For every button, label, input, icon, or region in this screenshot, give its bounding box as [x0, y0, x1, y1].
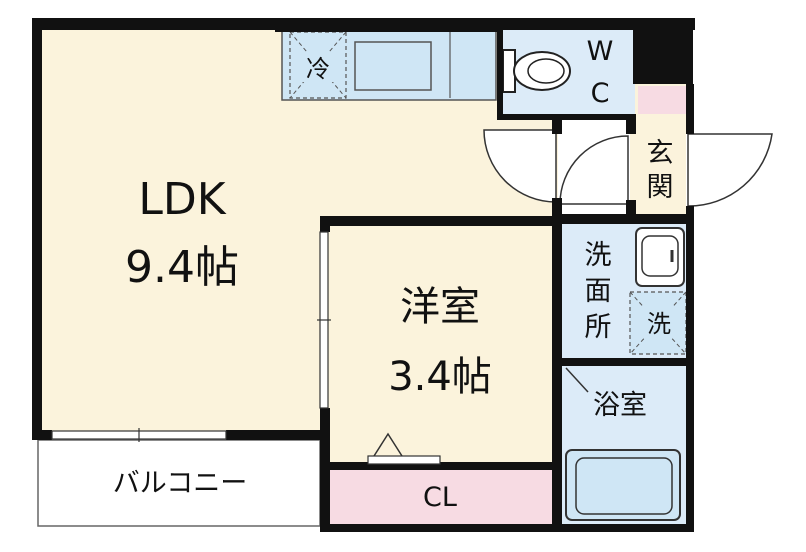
closet-label: CL	[423, 482, 457, 513]
washer-label: 洗	[647, 310, 671, 338]
closet-door-marker	[373, 432, 403, 457]
western-room-size: 3.4帖	[388, 354, 492, 400]
ldk-size: 9.4帖	[125, 242, 239, 293]
wc-label-w: W	[587, 36, 614, 67]
entrance-step	[638, 86, 686, 114]
vanity-basin	[641, 235, 679, 277]
balcony-floor	[37, 439, 321, 527]
fridge-label: 冷	[306, 55, 330, 83]
balcony-label: バルコニー	[113, 468, 247, 499]
entrance-label-2: 関	[647, 172, 674, 203]
bath-door-line	[565, 367, 589, 393]
ldk-name: LDK	[138, 174, 226, 225]
closet-floor	[320, 466, 558, 526]
entrance-door-swing	[687, 133, 773, 207]
washer-label-bg	[640, 306, 678, 338]
washroom-label-1: 洗	[585, 240, 612, 271]
bath-label: 浴室	[593, 390, 647, 421]
washroom-label-2: 面	[585, 276, 612, 307]
inner-door-swing	[559, 135, 629, 205]
toilet-seat	[527, 58, 565, 84]
closet-door	[367, 455, 441, 465]
western-room-name: 洋室	[400, 284, 480, 330]
bathtub-inner	[575, 457, 673, 515]
ldk-door-swing	[483, 129, 557, 203]
entrance-label-1: 玄	[647, 138, 674, 169]
fridge-label-bg	[302, 52, 334, 82]
washroom-label-3: 所	[585, 312, 612, 343]
walls	[32, 18, 695, 532]
western-room-floor	[320, 222, 558, 464]
wc-label-c: C	[591, 78, 610, 109]
kitchen-sink	[354, 41, 432, 91]
